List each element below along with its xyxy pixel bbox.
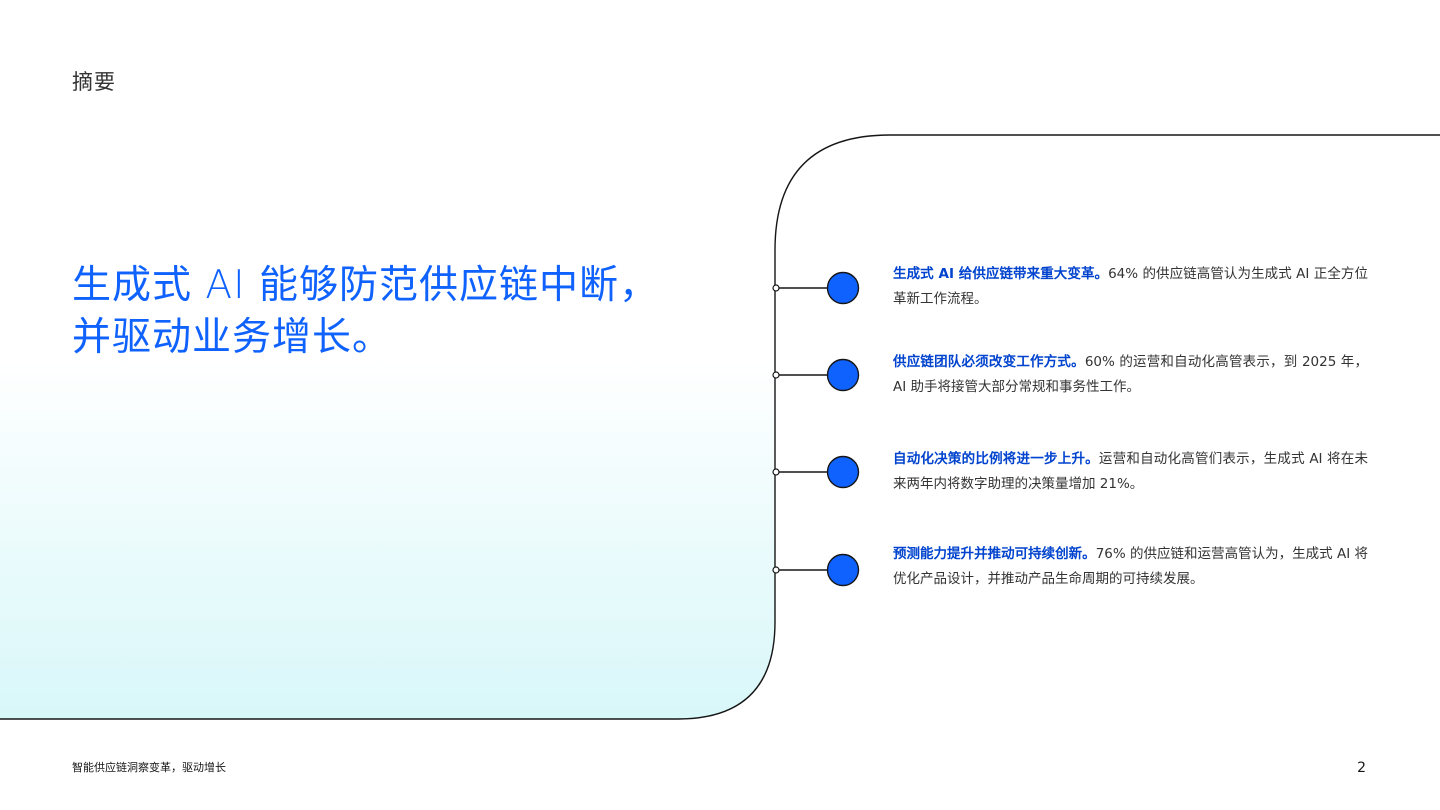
finding-body: 运营和自动化高管们表示，生成式 AI 将在未来两年内将数字助理的决策量增加 21… [893, 451, 1369, 492]
finding-item-3: 自动化决策的比例将进一步上升。运营和自动化高管们表示，生成式 AI 将在未来两年… [893, 447, 1368, 497]
footer-report-title: 智能供应链洞察变革，驱动增长 [72, 761, 226, 774]
timeline-connector-2 [772, 358, 860, 392]
finding-lead: 预测能力提升并推动可持续创新。 [893, 546, 1096, 562]
headline-line-2: 并驱动业务增长。 [72, 315, 393, 360]
panel-outline [0, 134, 1440, 720]
timeline-junction-dot [772, 566, 780, 574]
timeline-connector-4 [772, 553, 860, 587]
timeline-junction-dot [772, 468, 780, 476]
timeline-connector-3 [772, 455, 860, 489]
page-number: 2 [1357, 760, 1366, 776]
finding-lead: 自动化决策的比例将进一步上升。 [893, 451, 1099, 467]
finding-lead: 供应链团队必须改变工作方式。 [893, 354, 1085, 370]
headline-line-1: 生成式 AI 能够防范供应链中断， [72, 263, 659, 308]
timeline-node-3 [826, 455, 860, 489]
timeline-connector-1 [772, 271, 860, 305]
timeline-junction-dot [772, 371, 780, 379]
finding-body: 64% 的供应链高管认为生成式 AI 正全方位革新工作流程。 [893, 266, 1368, 307]
timeline-node-1 [826, 271, 860, 305]
finding-item-2: 供应链团队必须改变工作方式。60% 的运营和自动化高管表示，到 2025 年，A… [893, 350, 1368, 400]
section-label: 摘要 [72, 70, 116, 94]
finding-body: 76% 的供应链和运营高管认为，生成式 AI 将优化产品设计，并推动产品生命周期… [893, 546, 1368, 587]
gradient-panel [0, 0, 775, 719]
finding-item-4: 预测能力提升并推动可持续创新。76% 的供应链和运营高管认为，生成式 AI 将优… [893, 542, 1368, 592]
timeline-junction-dot [772, 284, 780, 292]
page-headline: 生成式 AI 能够防范供应链中断， 并驱动业务增长。 [72, 260, 692, 364]
finding-item-1: 生成式 AI 给供应链带来重大变革。64% 的供应链高管认为生成式 AI 正全方… [893, 262, 1368, 312]
finding-lead: 生成式 AI 给供应链带来重大变革。 [893, 266, 1109, 282]
timeline-node-2 [826, 358, 860, 392]
finding-body: 60% 的运营和自动化高管表示，到 2025 年，AI 助手将接管大部分常规和事… [893, 354, 1368, 395]
timeline-node-4 [826, 553, 860, 587]
